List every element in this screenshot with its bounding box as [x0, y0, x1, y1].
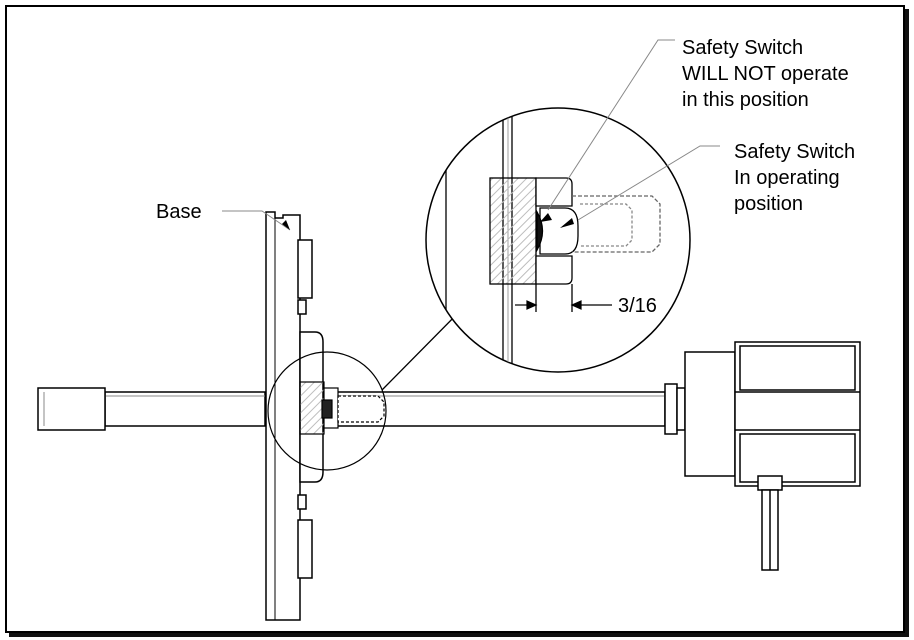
label-operating-2: In operating — [734, 167, 840, 189]
label-not-operate-3: in this position — [682, 89, 809, 111]
detail-circle — [267, 351, 387, 471]
hub-switch — [299, 381, 385, 435]
label-base: Base — [156, 201, 202, 223]
label-not-operate-1: Safety Switch — [682, 37, 803, 59]
base-leader-arrow — [282, 220, 290, 230]
actuator-body — [664, 341, 861, 571]
label-dimension: 3/16 — [618, 295, 657, 317]
label-not-operate-2: WILL NOT operate — [682, 63, 849, 85]
magnified-view — [425, 107, 691, 373]
label-operating-3: position — [734, 193, 803, 215]
base-plate — [265, 211, 324, 621]
label-operating-1: Safety Switch — [734, 141, 855, 163]
shaft-handle — [37, 387, 106, 431]
leader-lines — [222, 39, 720, 231]
dimension-arrows — [515, 300, 612, 310]
